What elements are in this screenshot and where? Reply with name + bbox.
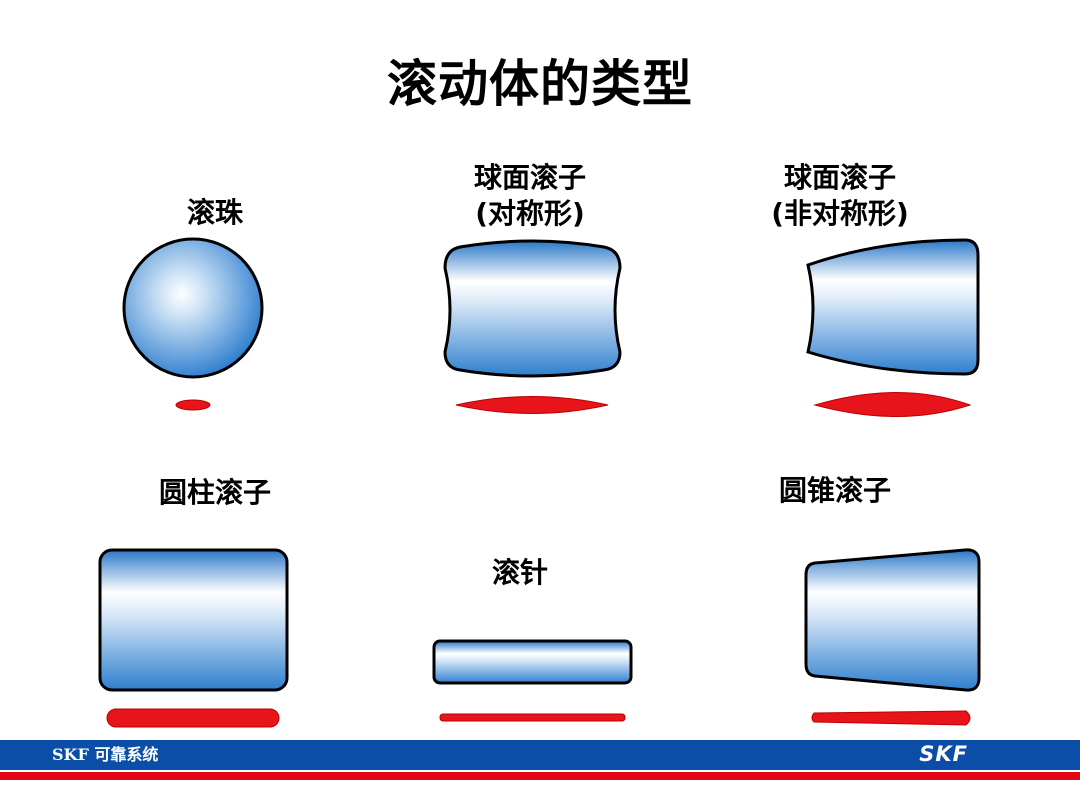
cylindrical-roller-shape xyxy=(98,548,289,692)
ball-contact-area xyxy=(175,399,211,411)
label-tapered-text: 圆锥滚子 xyxy=(778,474,891,507)
label-spherical-symmetric-line1: 球面滚子 xyxy=(473,161,586,194)
label-ball: 滚珠 xyxy=(140,195,290,231)
spherical-roller-symmetric-shape xyxy=(443,239,622,378)
cylindrical-roller-contact-area xyxy=(106,708,280,728)
label-cylindrical: 圆柱滚子 xyxy=(130,475,300,511)
spherical-roller-asymmetric-shape xyxy=(806,238,980,376)
label-spherical-symmetric-line2: (对称形) xyxy=(475,197,585,230)
needle-roller-contact-area xyxy=(439,713,626,722)
tapered-roller-shape xyxy=(804,548,981,692)
footer-red-line xyxy=(0,772,1080,780)
page-title: 滚动体的类型 xyxy=(387,55,693,113)
needle-roller-shape xyxy=(432,639,633,685)
label-spherical-asymmetric: 球面滚子 (非对称形) xyxy=(740,160,940,232)
ball-shape xyxy=(122,237,264,379)
label-tapered: 圆锥滚子 xyxy=(750,473,920,509)
label-spherical-asymmetric-line1: 球面滚子 xyxy=(783,161,896,194)
footer-bar xyxy=(0,740,1080,770)
tapered-roller-contact-area xyxy=(811,710,971,726)
spherical-roller-asymmetric-contact-area xyxy=(813,392,972,417)
label-needle: 滚针 xyxy=(450,555,590,591)
spherical-roller-symmetric-contact-area xyxy=(455,396,609,414)
label-needle-text: 滚针 xyxy=(491,556,548,589)
label-spherical-asymmetric-line2: (非对称形) xyxy=(771,197,909,230)
label-cylindrical-text: 圆柱滚子 xyxy=(158,476,271,509)
label-spherical-symmetric: 球面滚子 (对称形) xyxy=(430,160,630,232)
footer-text: SKF 可靠系统 xyxy=(52,745,159,764)
skf-logo: SKF xyxy=(919,742,968,766)
label-ball-text: 滚珠 xyxy=(186,196,243,229)
